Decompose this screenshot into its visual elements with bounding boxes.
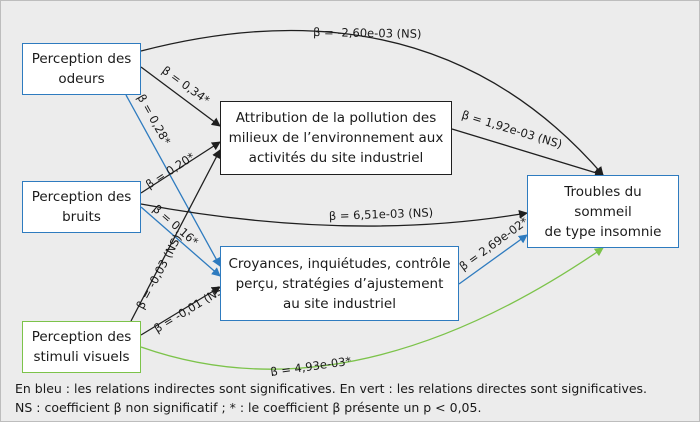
node-troubles-sommeil-label: Troubles du sommeil de type insomnie	[544, 183, 662, 240]
label-bruits-attribution: β = 0,20*	[143, 149, 197, 191]
figure-caption: En bleu : les relations indirectes sont …	[15, 379, 691, 417]
node-croyances-label: Croyances, inquiétudes, contrôle perçu, …	[228, 255, 451, 312]
label-croyances-troubles: β = 2,69e-02*	[457, 214, 531, 273]
node-attribution-pollution-label: Attribution de la pollution des milieux …	[228, 110, 444, 166]
arrow-visuels-troubles	[140, 247, 604, 370]
arrow-attribution-troubles	[451, 128, 604, 177]
label-odeurs-croyances: β = 0,28*	[134, 92, 173, 148]
arrow-odeurs-troubles	[140, 29, 604, 176]
label-bruits-troubles: β = 6,51e-03 (NS)	[329, 205, 434, 223]
node-perception-odeurs-label: Perception des odeurs	[31, 51, 132, 87]
arrow-croyances-troubles	[458, 234, 528, 285]
arrow-bruits-croyances	[140, 206, 221, 277]
arrow-bruits-attribution	[140, 141, 221, 194]
arrow-odeurs-attribution	[140, 66, 221, 127]
arrow-odeurs-croyances	[125, 94, 221, 267]
node-perception-visuels: Perception des stimuli visuels	[22, 321, 141, 373]
label-visuels-attribution: β = -0,03 (NS)	[133, 232, 184, 311]
arrow-bruits-troubles	[140, 203, 528, 227]
arrow-visuels-attribution	[130, 149, 221, 322]
node-perception-bruits: Perception des bruits	[22, 181, 141, 233]
node-attribution-pollution: Attribution de la pollution des milieux …	[220, 101, 452, 175]
label-visuels-troubles: β = 4,93e-03*	[269, 354, 352, 376]
node-troubles-sommeil: Troubles du sommeil de type insomnie	[527, 175, 679, 248]
caption-line-2: NS : coefficient β non significatif ; * …	[15, 400, 482, 415]
node-croyances: Croyances, inquiétudes, contrôle perçu, …	[220, 246, 459, 321]
arrow-visuels-croyances	[140, 286, 221, 336]
label-attribution-troubles: β = 1,92e-03 (NS)	[460, 107, 564, 151]
path-diagram: β = -2,60e-03 (NS) β = 0,34* β = 0,28* β…	[125, 25, 604, 376]
node-perception-bruits-label: Perception des bruits	[31, 189, 132, 225]
node-perception-odeurs: Perception des odeurs	[22, 43, 141, 95]
label-odeurs-troubles: β = -2,60e-03 (NS)	[313, 25, 422, 41]
node-perception-visuels-label: Perception des stimuli visuels	[31, 329, 132, 365]
caption-line-1: En bleu : les relations indirectes sont …	[15, 381, 648, 396]
label-visuels-croyances: β = -0,01 (NS)	[151, 281, 229, 336]
